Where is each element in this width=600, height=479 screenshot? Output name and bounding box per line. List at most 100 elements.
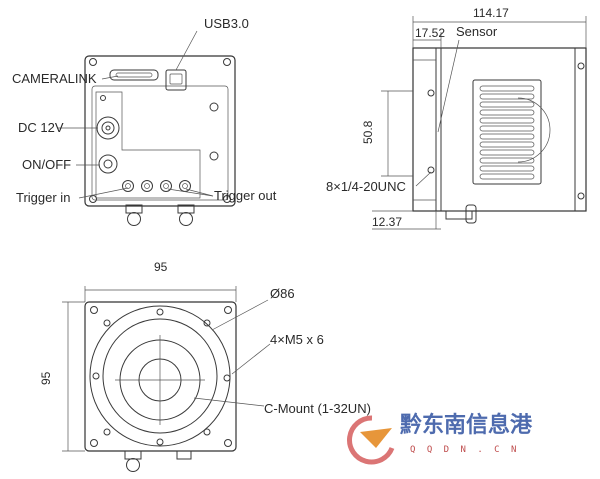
rear-view: USB3.0 CAMERALINK DC 12V ON/OFF Trigger … [12,16,277,226]
m5-label: 4×M5 x 6 [270,332,324,347]
onoff-label: ON/OFF [22,157,71,172]
watermark-logo-icon [360,428,392,448]
trigger-connector-pin [125,183,131,189]
trigger-in-label: Trigger in [16,190,70,205]
trigger-out-label: Trigger out [214,188,277,203]
trigger-connector [160,180,172,192]
trigger-connector [122,180,134,192]
screw-icon [223,58,231,66]
cmount-label: C-Mount (1-32UN) [264,401,371,416]
fin [479,165,535,172]
m5-hole [223,374,231,382]
cameralink-pins [115,72,153,78]
screw-icon [90,439,98,447]
side-knob-head [465,204,477,224]
heat-sink-fins [479,85,535,180]
dim-front-width: 95 [154,260,168,274]
watermark-logo-icon [347,415,395,465]
fin [479,85,535,92]
screw-icon [427,166,435,174]
side-view: 114.17 17.52 Sensor 50.8 8×1/4-20UNC 12.… [326,6,587,230]
leader-line [415,171,432,187]
front-flange-outer [89,305,231,447]
dc-label: DC 12V [18,120,64,135]
leader-line [101,75,119,80]
trigger-connector [141,180,153,192]
screw-icon [427,89,435,97]
front-flange-inner [102,318,218,434]
screw-icon [100,95,106,101]
watermark-text: 黔东南信息港 [400,412,533,438]
m5-hole [156,308,164,316]
fin [479,149,535,156]
cameralink-connector [109,69,159,81]
leader-line [211,299,269,331]
watermark: 黔东南信息港 Q Q D N . C N [347,412,533,465]
diameter-label: Ø86 [270,286,295,301]
dim-side-height: 50.8 [361,120,375,144]
power-switch-inner [103,159,113,169]
m5-hole [156,438,164,446]
screw-icon [224,439,232,447]
fin [479,173,535,180]
mount-knob [124,450,142,460]
front-body [84,301,237,452]
watermark-url: Q Q D N . C N [410,445,519,455]
dim-sensor-offset: 17.52 [415,26,445,40]
side-knob [445,210,473,220]
heat-sink-arc [517,97,551,163]
mount-knob-head [179,212,193,226]
dim-side-bottom: 12.37 [372,215,402,229]
heat-sink [472,79,542,185]
m5-hole [92,372,100,380]
fin [479,93,535,100]
cameralink-label: CAMERALINK [12,71,97,86]
side-body [412,47,587,212]
leader-line [437,39,460,133]
fin [479,125,535,132]
leader-line [185,188,214,197]
screw-icon [224,306,232,314]
mount-knob-head [127,212,141,226]
trigger-connector-pin [144,183,150,189]
screw-icon [577,192,585,200]
usb-port [169,73,183,85]
mount-knob [176,450,192,460]
m5-hole [103,428,111,436]
fin [479,141,535,148]
screw-icon [209,151,219,161]
leader-line [175,30,198,71]
fin [479,133,535,140]
dim-length: 114.17 [473,6,509,20]
fin [479,109,535,116]
unc-label: 8×1/4-20UNC [326,179,406,194]
m5-hole [103,319,111,327]
leader-line [193,397,265,407]
trigger-connector-pin [182,183,188,189]
mount-knob-head [126,458,140,472]
dc-jack-pin [105,125,111,131]
screw-icon [209,102,219,112]
usb-label: USB3.0 [204,16,249,31]
fin [479,101,535,108]
dim-front-height: 95 [39,371,53,385]
rear-inner-plate [91,85,229,201]
screw-icon [577,62,585,70]
m5-hole [203,319,211,327]
m5-hole [203,428,211,436]
leader-line [231,343,271,375]
screw-icon [89,58,97,66]
fin [479,117,535,124]
dc-jack-inner [101,121,115,135]
front-view: 95 95 Ø86 4×M5 x 6 C-Mount (1-32UN) [39,260,371,472]
trigger-connector-pin [163,183,169,189]
leader-line [78,187,129,199]
screw-icon [90,306,98,314]
power-switch [98,154,118,174]
leader-line [167,188,214,197]
sensor-label: Sensor [456,24,498,39]
fin [479,157,535,164]
rear-body [84,55,236,207]
